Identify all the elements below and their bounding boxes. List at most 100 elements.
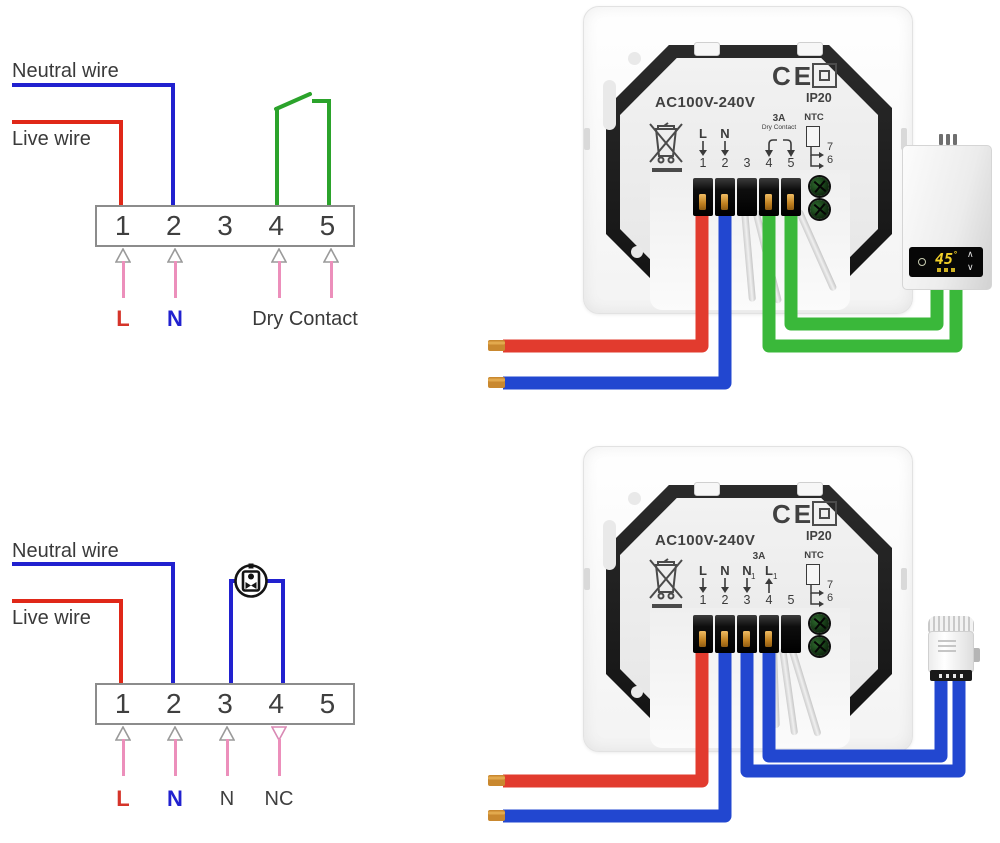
ntc-bracket-icon <box>810 585 824 607</box>
valve-right-lead <box>281 579 285 685</box>
valve-right-stub <box>267 579 285 583</box>
class-ii-insulation-icon <box>812 63 837 88</box>
actuator-label-line <box>938 640 956 642</box>
ntc-pin-6: 6 <box>827 592 834 604</box>
boiler-vent <box>953 134 957 145</box>
weee-bin-icon <box>649 122 683 172</box>
neutral-wire-line <box>12 562 175 566</box>
relay-rating: 3A <box>752 551 766 562</box>
neutral-wire-label: Neutral wire <box>12 540 119 562</box>
valve-left-lead <box>229 579 233 685</box>
legend-l1-sub: 1 <box>773 572 778 581</box>
bare-copper-tip <box>488 775 505 786</box>
ntc-pin-6: 6 <box>827 154 834 166</box>
ntc-bracket-icon <box>810 147 824 169</box>
neutral-wire-drop <box>171 83 175 207</box>
switch-right-stub <box>312 99 329 103</box>
terminal-5: 5 <box>319 210 336 241</box>
legend-n1-sub: 1 <box>751 572 756 581</box>
boiler-temperature: 45° <box>935 250 958 268</box>
switch-right-lead <box>327 99 331 207</box>
ring-hole <box>631 686 643 698</box>
ring-hole <box>628 52 641 65</box>
ip-rating: IP20 <box>806 91 832 105</box>
ring-slot <box>603 80 616 130</box>
terminal-2: 2 <box>166 688 182 719</box>
power-icon <box>918 258 926 266</box>
up-arrow-icon <box>114 725 132 776</box>
plate-notch <box>901 128 907 150</box>
actuator-label-line <box>938 645 956 647</box>
mounting-clip <box>694 42 720 56</box>
wire-ferrule <box>787 194 794 210</box>
valve-actuator <box>928 631 974 673</box>
ce-mark: CE <box>772 61 815 91</box>
legend-pin-2: 2 <box>721 593 729 607</box>
wire-ferrule <box>721 194 728 210</box>
legend-pin-2: 2 <box>721 156 729 170</box>
bare-copper-tip <box>488 377 505 388</box>
label-nc: NC <box>264 788 294 810</box>
mounting-clip <box>797 482 823 496</box>
plate-notch <box>584 128 590 150</box>
up-chevron-icon: ∧ <box>967 249 974 259</box>
legend-l: L <box>699 126 707 141</box>
voltage-rating: AC100V-240V <box>655 532 756 549</box>
neutral-wire-drop <box>171 562 175 685</box>
legend-n1: N <box>742 563 752 578</box>
up-arrow-icon <box>765 578 773 593</box>
down-chevron-icon: ∨ <box>967 262 974 272</box>
fixing-screw <box>810 177 829 196</box>
terminal-block: 1 2 3 4 5 <box>95 205 355 247</box>
class-ii-insulation-icon <box>812 501 837 526</box>
ntc-pin-7: 7 <box>827 141 834 153</box>
motorized-valve-icon <box>234 563 268 598</box>
weee-bin-icon <box>649 558 683 608</box>
bare-copper-tip <box>488 810 505 821</box>
terminal-1: 1 <box>114 688 131 719</box>
live-wire-line <box>12 120 123 124</box>
fixing-screw <box>810 614 829 633</box>
boiler: 45° ∧ ∨ <box>902 145 992 290</box>
actuator-cap <box>928 616 974 633</box>
legend-pin-3: 3 <box>743 156 751 170</box>
live-wire-label: Live wire <box>12 607 91 629</box>
copper-highlight <box>488 341 505 345</box>
terminal-3: 3 <box>217 688 233 719</box>
actuator-clip <box>972 648 980 662</box>
legend-n: N <box>720 126 730 141</box>
terminal-slot-5 <box>781 615 801 653</box>
voltage-rating: AC100V-240V <box>655 94 756 111</box>
label-n-valve: N <box>219 788 235 810</box>
down-arrow-icon <box>721 578 729 593</box>
legend-pin-4: 4 <box>765 593 773 607</box>
terminal-block: 1 2 3 4 5 <box>95 683 355 725</box>
ntc-label: NTC <box>804 550 824 561</box>
ring-hole <box>631 246 643 258</box>
valve-left-stub <box>229 579 237 583</box>
neutral-wire-label: Neutral wire <box>12 60 119 82</box>
legend-pin-3: 3 <box>743 593 751 607</box>
terminal-5: 5 <box>319 688 336 719</box>
boiler-vent <box>939 134 943 145</box>
ce-mark: CE <box>772 499 815 529</box>
terminal-4: 4 <box>268 210 284 241</box>
wire-ferrule <box>721 631 728 647</box>
up-arrow-icon <box>166 725 184 776</box>
legend-pin-4: 4 <box>765 156 773 170</box>
label-n: N <box>167 786 183 811</box>
boiler-control-panel: 45° ∧ ∨ <box>909 247 983 277</box>
relay-contact-icon <box>765 139 795 157</box>
terminal-slot-3 <box>737 178 757 216</box>
ring-slot <box>603 520 616 570</box>
ntc-sensor-icon <box>806 126 820 147</box>
up-arrow-icon <box>270 247 288 298</box>
live-wire-line <box>12 599 123 603</box>
ip-rating: IP20 <box>806 529 832 543</box>
ntc-pin-7: 7 <box>827 579 834 591</box>
label-l: L <box>116 306 130 331</box>
boiler-indicators <box>937 268 955 272</box>
down-arrow-icon <box>699 578 707 593</box>
bare-copper-tip <box>488 340 505 351</box>
